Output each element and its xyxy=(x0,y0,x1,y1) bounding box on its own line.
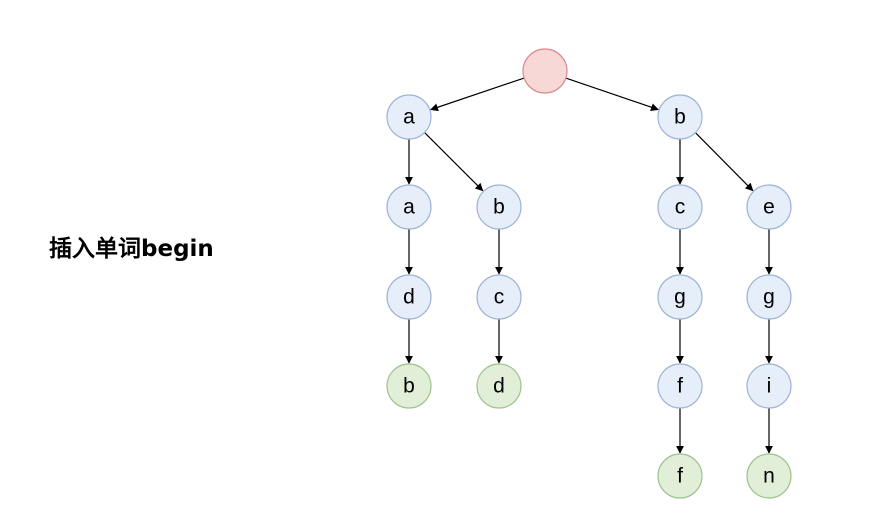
node-label: g xyxy=(674,286,686,309)
node-circle xyxy=(386,94,432,140)
trie-node-n_aa: a xyxy=(386,184,432,230)
edge-root-to-n_a xyxy=(430,77,525,112)
node-label: f xyxy=(677,465,683,488)
node-label: e xyxy=(763,196,775,219)
root-node-circle xyxy=(522,48,568,94)
node-circle xyxy=(476,274,522,320)
diagram-caption: 插入单词begin xyxy=(49,236,214,262)
trie-node-n_ab: b xyxy=(476,184,522,230)
trie-node-n_bc: c xyxy=(657,184,703,230)
trie-node-n_a: a xyxy=(386,94,432,140)
trie-node-n_abcd: d xyxy=(476,363,522,409)
node-label: d xyxy=(403,286,415,309)
trie-node-n_bcgf: f xyxy=(657,363,703,409)
word-end-node-circle xyxy=(476,363,522,409)
trie-node-n_b: b xyxy=(657,94,703,140)
node-circle xyxy=(657,363,703,409)
edge-n_b-to-n_be xyxy=(695,132,754,192)
trie-node-n_aadb: b xyxy=(386,363,432,409)
edge-n_a-to-n_ab xyxy=(424,132,484,192)
node-label: b xyxy=(493,196,505,219)
node-label: n xyxy=(763,465,775,488)
node-label: b xyxy=(403,375,415,398)
trie-node-n_begin: n xyxy=(746,453,792,499)
node-label: f xyxy=(677,375,683,398)
node-circle xyxy=(476,184,522,230)
node-circle xyxy=(657,274,703,320)
node-circle xyxy=(657,94,703,140)
trie-node-n_bcg: g xyxy=(657,274,703,320)
node-circle xyxy=(386,274,432,320)
trie-node-n_begi: i xyxy=(746,363,792,409)
node-circle xyxy=(746,184,792,230)
word-end-node-circle xyxy=(746,453,792,499)
node-label: g xyxy=(763,286,775,309)
trie-node-n_be: e xyxy=(746,184,792,230)
node-label: i xyxy=(767,375,772,398)
word-end-node-circle xyxy=(657,453,703,499)
node-label: c xyxy=(675,196,686,219)
edges-layer xyxy=(405,77,773,454)
node-circle xyxy=(746,274,792,320)
trie-node-n_beg: g xyxy=(746,274,792,320)
trie-node-root xyxy=(522,48,568,94)
edge-root-to-n_b xyxy=(565,77,659,112)
trie-node-n_abc: c xyxy=(476,274,522,320)
node-circle xyxy=(386,184,432,230)
node-label: a xyxy=(403,106,415,129)
trie-node-n_aad: d xyxy=(386,274,432,320)
node-circle xyxy=(746,363,792,409)
node-circle xyxy=(657,184,703,230)
word-end-node-circle xyxy=(386,363,432,409)
nodes-layer: a b a b c e d c g g b d f i f n xyxy=(386,48,792,499)
node-label: b xyxy=(674,106,686,129)
node-label: a xyxy=(403,196,415,219)
trie-node-n_bcgff: f xyxy=(657,453,703,499)
node-label: c xyxy=(494,286,505,309)
node-label: d xyxy=(493,375,505,398)
